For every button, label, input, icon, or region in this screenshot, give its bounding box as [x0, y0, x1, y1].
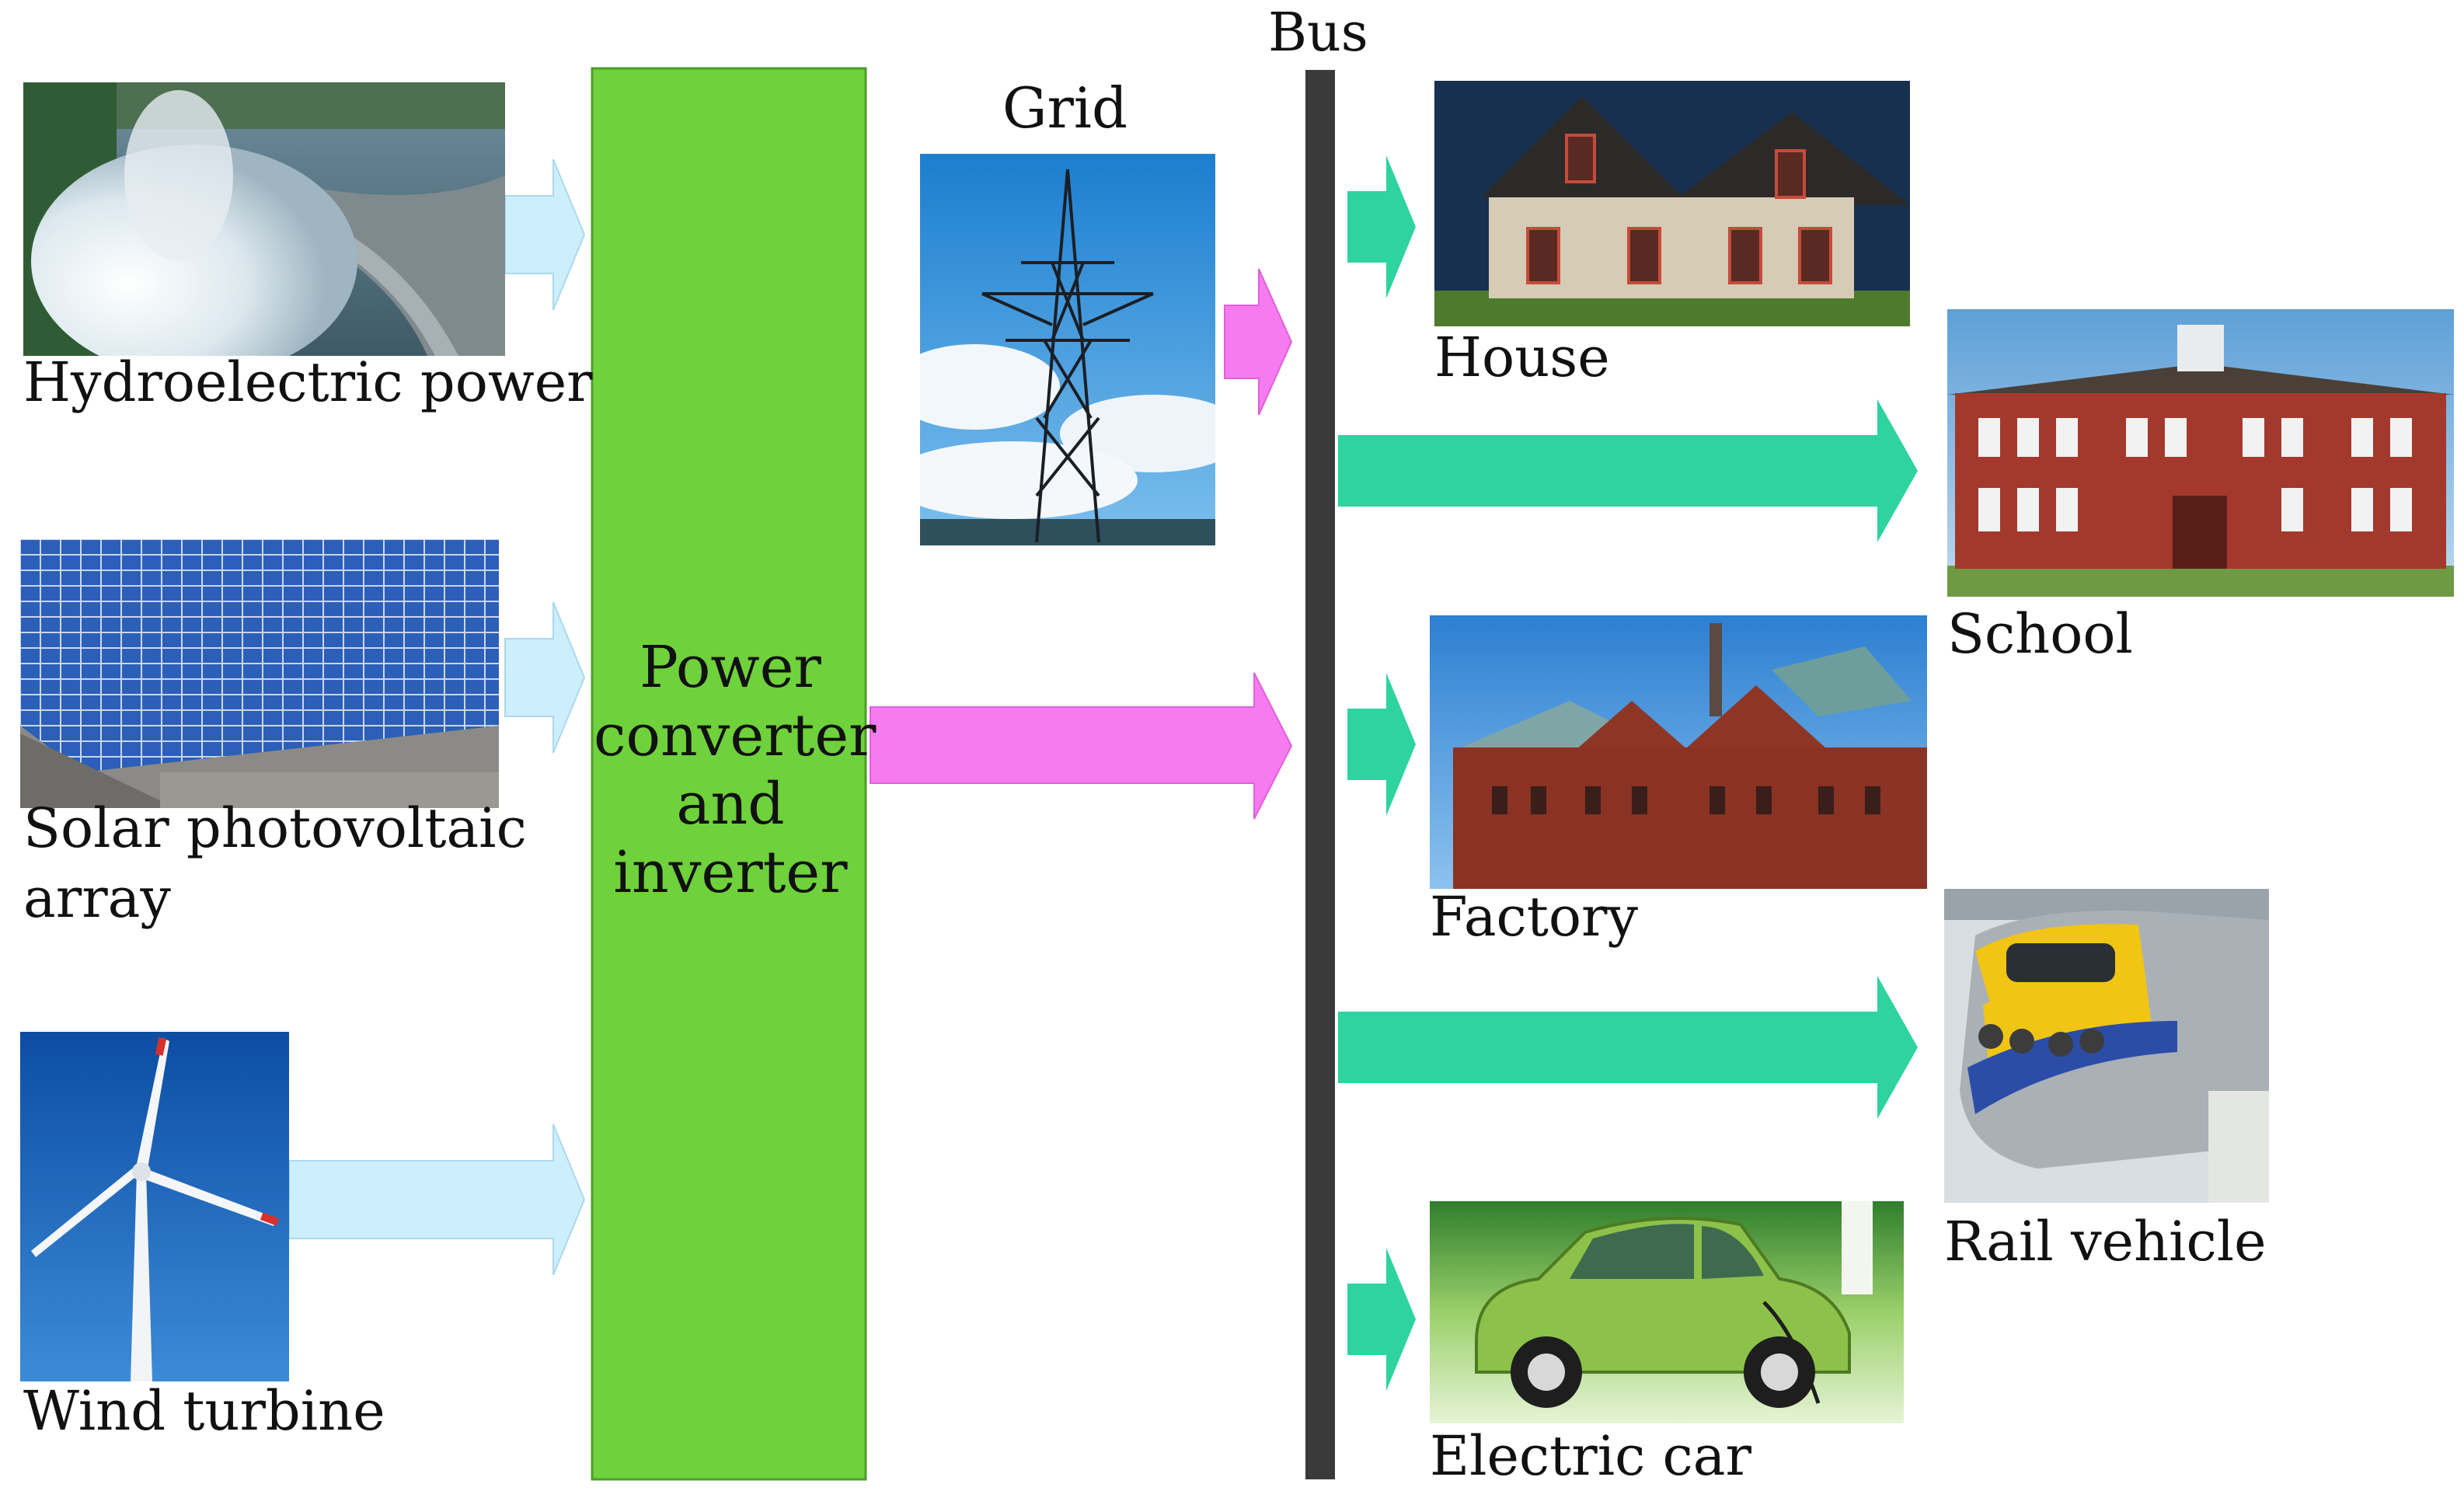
transmission-tower-image — [920, 154, 1215, 545]
factory-image — [1430, 615, 1927, 889]
house-label: House — [1434, 326, 1610, 389]
factory-arrow — [1347, 673, 1416, 816]
wind-turbine-label: Wind turbine — [23, 1379, 385, 1443]
school-image — [1947, 309, 2454, 597]
converter-line-4: inverter — [613, 839, 848, 906]
rail-vehicle-label: Rail vehicle — [1944, 1210, 2267, 1273]
school-label: School — [1947, 602, 2133, 666]
hydroelectric-power-label: Hydroelectric power — [23, 350, 593, 414]
grid-to-bus-arrow — [1224, 268, 1293, 416]
power-converter-block — [591, 67, 867, 1481]
electric-car-image — [1430, 1201, 1904, 1423]
bus-bar — [1305, 70, 1335, 1479]
bus-label: Bus — [1268, 2, 1368, 64]
car-arrow — [1347, 1248, 1416, 1391]
wind-turbine-image — [20, 1032, 289, 1381]
solar-array-label-line1: Solar photovoltaic — [23, 796, 527, 860]
converter-to-bus-arrow — [870, 672, 1293, 820]
converter-line-1: Power — [640, 634, 821, 701]
house-image — [1434, 81, 1910, 326]
hydroelectric-dam-image — [23, 82, 505, 356]
electric-car-label: Electric car — [1430, 1424, 1751, 1488]
converter-line-3: and — [676, 771, 785, 838]
solar-array-image — [20, 539, 499, 808]
factory-label: Factory — [1430, 885, 1639, 949]
solar-arrow — [504, 601, 586, 754]
rail-arrow — [1338, 976, 1918, 1119]
rail-vehicle-image — [1944, 889, 2269, 1203]
hydro-arrow — [504, 159, 586, 311]
house-arrow — [1347, 155, 1416, 298]
grid-label: Grid — [1002, 75, 1128, 141]
converter-label: Power converter and inverter — [594, 633, 877, 907]
solar-array-label-line2: array — [23, 866, 171, 930]
wind-arrow — [288, 1124, 586, 1276]
school-arrow — [1338, 399, 1918, 542]
converter-line-2: converter — [594, 702, 877, 769]
